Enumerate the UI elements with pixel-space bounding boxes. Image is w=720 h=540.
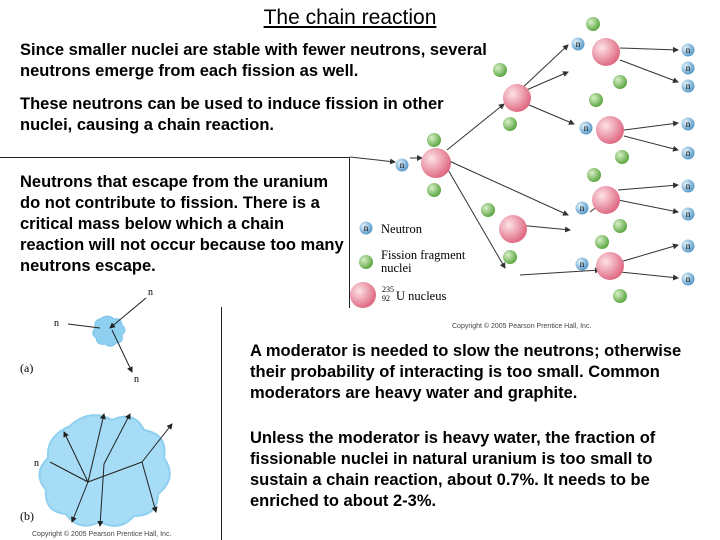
uranium-nucleus [592,186,620,214]
uranium-nucleus [592,38,620,66]
legend-fragment-icon [359,255,373,269]
neutron-label: n [686,209,691,219]
neutron-label: n [686,274,691,284]
paragraph-critical-mass: Neutrons that escape from the uranium do… [20,173,344,275]
fission-fragment [481,203,495,217]
fission-fragment [595,235,609,249]
moderator-diagram: n n n (a) n (b) Copyright © 2005 Pearson… [20,287,173,538]
neutron [575,201,589,215]
neutron-label: n [686,148,691,158]
neutron [571,37,585,51]
chain-legend: n Neutron Fission fragment nuclei 235 92… [350,221,466,308]
fission-fragment [427,183,441,197]
paragraph-induce-fission: These neutrons can be used to induce fis… [20,95,444,134]
neutron [681,43,695,57]
legend-neutron-label: Neutron [381,222,423,236]
legend-neutron-icon-label: n [364,223,369,233]
fission-fragment [503,117,517,131]
neutron-label: n [584,123,589,133]
fission-fragment [493,63,507,77]
neutrons: n n n n n n n n n n n n n n [395,37,695,286]
legend-uranium-mass: 235 [382,285,394,294]
neutron [681,61,695,75]
legend-neutron-icon [359,221,373,235]
fission-fragment [615,150,629,164]
uranium-nucleus [596,116,624,144]
fission-fragment [586,17,600,31]
neutron [681,207,695,221]
neutron [681,272,695,286]
figure-label-b: (b) [20,509,34,523]
moderator-figure-b: n (b) Copyright © 2005 Pearson Prentice … [20,413,173,538]
large-moderator-blob [38,414,171,527]
paragraph-moderator: A moderator is needed to slow the neutro… [250,342,682,402]
fission-fragment [613,289,627,303]
neutron-label: n [686,63,691,73]
chain-reaction-diagram: n n n n n n n n n n n n n n n Neutron Fi… [350,17,695,330]
neutron [681,79,695,93]
fission-fragment [589,93,603,107]
legend-uranium-label: U nucleus [396,289,446,303]
moderator-figure-copyright: Copyright © 2005 Pearson Prentice Hall, … [32,530,171,538]
uranium-nucleus [596,252,624,280]
neutron-label: n [580,259,585,269]
figure-label-a: (a) [20,361,33,375]
frame-divider [221,307,222,540]
neutron [681,117,695,131]
legend-fragment-label-line2: nuclei [381,261,412,275]
neutron [575,257,589,271]
legend-fragment-label-line1: Fission fragment [381,248,466,262]
fission-fragment [613,219,627,233]
neutron-label: n [148,287,153,298]
neutron [579,121,593,135]
paragraph-neutron-emission: Since smaller nuclei are stable with few… [20,41,487,80]
neutron-label: n [686,119,691,129]
neutron-label: n [576,39,581,49]
page-title: The chain reaction [263,6,437,29]
chain-figure-copyright: Copyright © 2005 Pearson Prentice Hall, … [452,322,591,330]
neutron-label: n [686,241,691,251]
legend-uranium-icon [350,282,376,308]
fission-fragment [587,168,601,182]
uranium-nucleus [421,148,451,178]
uranium-nucleus [499,215,527,243]
moderator-figure-a: n n n (a) [20,287,153,385]
fission-fragment [613,75,627,89]
neutron-label: n [686,181,691,191]
neutron [681,179,695,193]
neutron-label: n [686,81,691,91]
fission-fragment [503,250,517,264]
neutron-label: n [34,458,39,469]
neutron [681,146,695,160]
neutron-label: n [580,203,585,213]
paragraph-enrichment: Unless the moderator is heavy water, the… [250,429,656,510]
neutron-label: n [400,160,405,170]
fission-fragment [427,133,441,147]
neutron-label: n [134,374,139,385]
uranium-nucleus [503,84,531,112]
fission-fragments [427,17,629,303]
neutron [395,158,409,172]
uranium-nuclei [421,38,624,280]
legend-uranium-atomic: 92 [382,294,390,303]
small-moderator-blob [92,315,126,347]
critical-mass-frame [0,157,350,308]
neutron [681,239,695,253]
neutron-label: n [54,318,59,329]
neutron-label: n [686,45,691,55]
